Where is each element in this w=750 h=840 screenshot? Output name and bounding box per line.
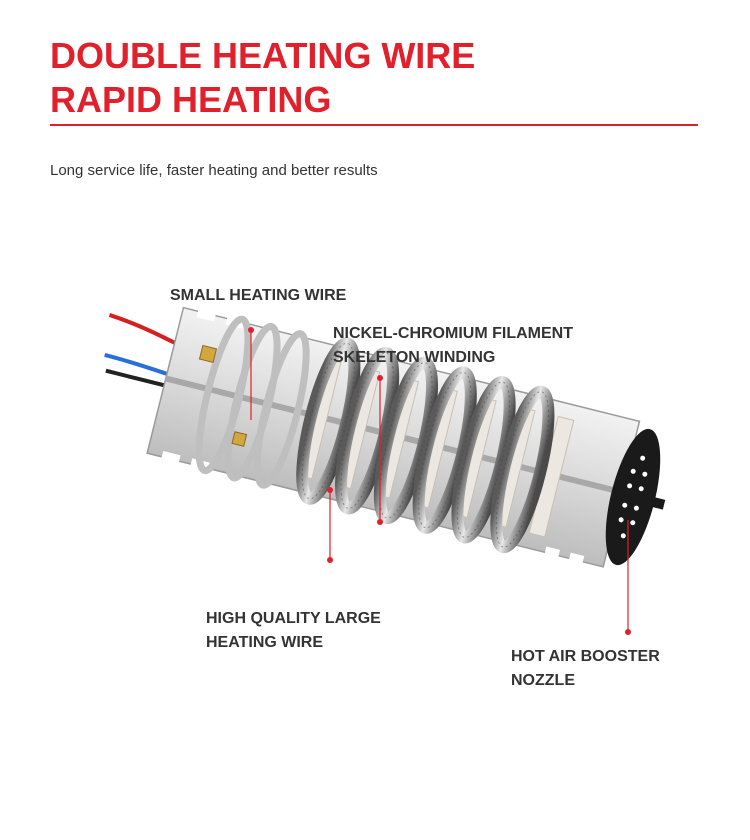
page-title: DOUBLE HEATING WIRE RAPID HEATING [50, 34, 475, 122]
callout-small-heating-wire: SMALL HEATING WIRE [170, 284, 346, 308]
callout-large-wire-line-2: HEATING WIRE [206, 634, 324, 651]
hot-air-booster-nozzle [605, 428, 666, 566]
title-line-1: DOUBLE HEATING WIRE [50, 35, 476, 76]
callout-small-heating-wire-text: SMALL HEATING WIRE [170, 287, 347, 304]
title-line-2: RAPID HEATING [50, 79, 332, 120]
callout-large-heating-wire: HIGH QUALITY LARGE HEATING WIRE [206, 607, 381, 655]
terminal-top [198, 344, 218, 364]
callout-nichrome-winding: NICKEL-CHROMIUM FILAMENT SKELETON WINDIN… [333, 322, 573, 370]
callout-large-wire-line-1: HIGH QUALITY LARGE [206, 610, 381, 627]
center-rod [165, 375, 652, 503]
callout-nozzle-line-2: NOZZLE [511, 672, 575, 689]
subtitle: Long service life, faster heating and be… [50, 162, 378, 179]
small-heating-wire [195, 315, 310, 489]
callout-nichrome-line-1: NICKEL-CHROMIUM FILAMENT [333, 325, 573, 342]
title-divider [50, 124, 698, 126]
callout-nozzle-line-1: HOT AIR BOOSTER [511, 648, 660, 665]
terminal-mid [231, 431, 248, 447]
callout-hot-air-nozzle: HOT AIR BOOSTER NOZZLE [511, 645, 660, 693]
callout-nichrome-line-2: SKELETON WINDING [333, 349, 496, 366]
